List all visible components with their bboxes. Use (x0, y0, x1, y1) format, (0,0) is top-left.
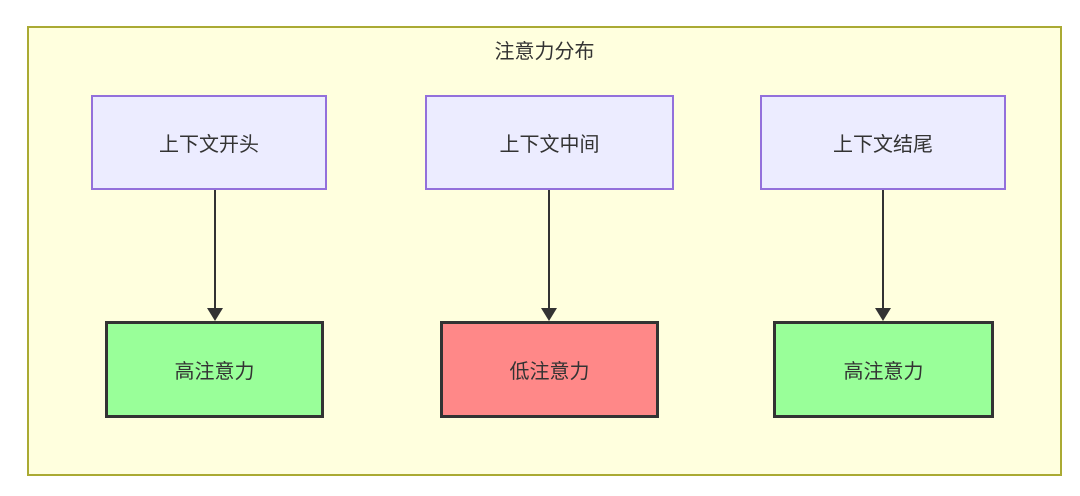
node-low-attention: 低注意力 (440, 321, 659, 418)
arrow-line (214, 190, 216, 308)
node-high-attention-2-label: 高注意力 (843, 359, 924, 383)
arrow-context-end-to-high (875, 190, 891, 321)
node-context-end-label: 上下文结尾 (833, 132, 933, 156)
node-high-attention-1-label: 高注意力 (174, 359, 255, 383)
attention-distribution-container: 注意力分布 上下文开头 高注意力 上下文中间 低注意力 上下文结尾 (27, 26, 1062, 476)
node-low-attention-label: 低注意力 (509, 359, 590, 383)
arrowhead-down-icon (207, 308, 223, 321)
node-context-end: 上下文结尾 (760, 95, 1006, 190)
node-high-attention-2: 高注意力 (773, 321, 994, 418)
arrow-line (548, 190, 550, 308)
node-context-start: 上下文开头 (91, 95, 327, 190)
node-context-middle-label: 上下文中间 (499, 132, 600, 156)
arrow-context-middle-to-low (541, 190, 557, 321)
node-context-middle: 上下文中间 (425, 95, 674, 190)
node-high-attention-1: 高注意力 (105, 321, 324, 418)
node-context-start-label: 上下文开头 (159, 132, 259, 156)
arrowhead-down-icon (875, 308, 891, 321)
arrow-line (882, 190, 884, 308)
arrowhead-down-icon (541, 308, 557, 321)
arrow-context-start-to-high (207, 190, 223, 321)
diagram-title: 注意力分布 (494, 39, 595, 63)
